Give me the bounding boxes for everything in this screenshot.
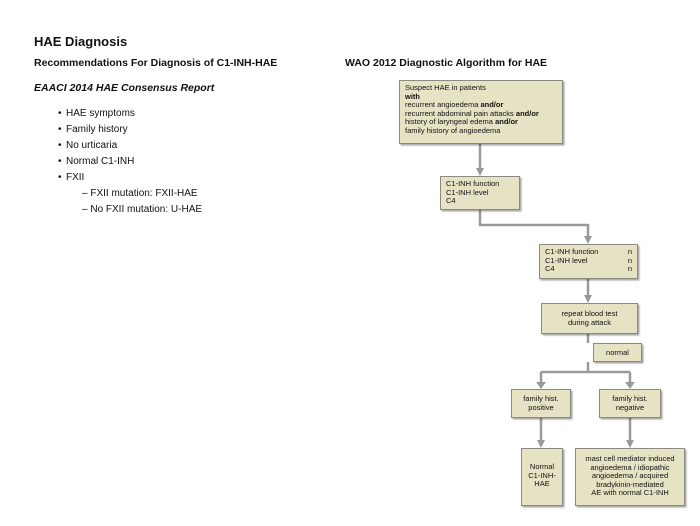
criteria-item: •FXII – FXII mutation: FXII-HAE – No FXI… xyxy=(58,170,202,218)
suspect-line: recurrent angioedema and/or xyxy=(405,100,504,110)
arrowhead-positive xyxy=(536,382,546,389)
repeat-line: during attack xyxy=(568,317,611,327)
suspect-hae-box: Suspect HAE in patients with recurrent a… xyxy=(399,80,563,144)
outcome-line: AE with normal C1-INH xyxy=(591,488,669,498)
arrow-normal-split xyxy=(539,362,632,386)
criteria-label: FXII xyxy=(66,172,85,183)
page-title: HAE Diagnosis xyxy=(34,34,128,49)
family-negative-box: family hist. negative xyxy=(599,389,661,418)
suspect-line: history of laryngeal edema and/or xyxy=(405,117,518,127)
criteria-label: Normal C1-INH xyxy=(66,156,135,167)
criteria-item: •No urticaria xyxy=(58,140,118,151)
report-title: EAACI 2014 HAE Consensus Report xyxy=(34,82,215,94)
normal-c1-inh-hae-box: Normal C1-INH- HAE xyxy=(521,448,563,506)
criteria-item: •Normal C1-INH xyxy=(58,156,135,167)
criteria-label: Family history xyxy=(66,124,128,135)
mast-cell-outcome-box: mast cell mediator induced angioedema / … xyxy=(575,448,685,506)
test-label: C4 xyxy=(446,196,456,206)
algorithm-heading: WAO 2012 Diagnostic Algorithm for HAE xyxy=(345,57,548,69)
normal-label: normal xyxy=(606,348,629,357)
initial-tests-box: C1-INH function C1-INH level C4 xyxy=(440,176,520,210)
fxii-subitem-label: No FXII mutation: U-HAE xyxy=(90,204,203,215)
fxii-sublist: – FXII mutation: FXII-HAE – No FXII muta… xyxy=(58,186,202,218)
fxii-subitem-label: FXII mutation: FXII-HAE xyxy=(90,188,198,199)
repeat-line: repeat blood test xyxy=(561,309,618,318)
test-label: C1-INH function xyxy=(446,179,500,188)
arrowhead-negative xyxy=(625,382,635,389)
criteria-list: •HAE symptoms •Family history •No urtica… xyxy=(58,106,202,218)
outcome-line: bradykinin-mediated xyxy=(596,479,664,489)
criteria-item: •Family history xyxy=(58,124,128,135)
criteria-label: No urticaria xyxy=(66,140,118,151)
suspect-line: family history of angioedema xyxy=(405,125,501,135)
family-line: positive xyxy=(528,402,554,412)
family-line: family hist. xyxy=(612,394,648,403)
criteria-label: HAE symptoms xyxy=(66,108,135,119)
outcome-line: C1-INH- xyxy=(528,470,556,480)
test-label: C1-INH level xyxy=(446,187,489,197)
suspect-line: Suspect HAE in patients xyxy=(405,83,486,92)
outcome-line: mast cell mediator induced xyxy=(585,454,675,463)
outcome-line: HAE xyxy=(534,479,550,489)
outcome-line: angioedema / idiopathic xyxy=(590,462,670,472)
fxii-subitem: – FXII mutation: FXII-HAE xyxy=(82,188,198,199)
family-positive-box: family hist. positive xyxy=(511,389,571,418)
normal-result-box: normal xyxy=(593,343,642,362)
suspect-line: with xyxy=(405,91,420,101)
arrow-tests-to-results xyxy=(478,210,592,244)
outcome-line: angioedema / acquired xyxy=(591,471,669,481)
family-line: family hist. xyxy=(523,394,559,403)
repeat-test-box: repeat blood test during attack xyxy=(541,303,638,334)
family-line: negative xyxy=(615,402,645,412)
outcome-line: Normal xyxy=(529,462,555,471)
recommendations-heading: Recommendations For Diagnosis of C1-INH-… xyxy=(34,57,278,69)
suspect-line: recurrent abdominal pain attacks and/or xyxy=(405,108,539,118)
criteria-item: •HAE symptoms xyxy=(58,108,135,119)
fxii-subitem: – No FXII mutation: U-HAE xyxy=(82,204,203,215)
